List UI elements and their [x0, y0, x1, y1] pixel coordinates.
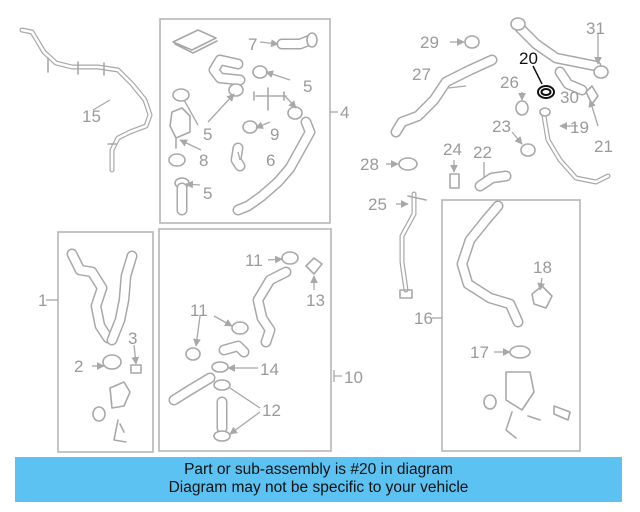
callout-20[interactable]: 20 [519, 49, 538, 68]
part-15-pipe [19, 27, 153, 173]
callout-2[interactable]: 2 [74, 357, 83, 376]
callout-7[interactable]: 7 [248, 35, 257, 54]
callout-30[interactable]: 30 [560, 88, 579, 107]
callout-11a[interactable]: 11 [245, 251, 263, 270]
box1-parts [66, 248, 142, 443]
callout-31[interactable]: 31 [586, 19, 605, 38]
callout-28[interactable]: 28 [360, 155, 379, 174]
callout-10[interactable]: 10 [344, 368, 363, 387]
callout-4[interactable]: 4 [340, 103, 349, 122]
callout-6[interactable]: 6 [266, 151, 275, 170]
callout-14[interactable]: 14 [260, 360, 279, 379]
callout-11b[interactable]: 11 [190, 301, 208, 320]
part-20-leader [532, 65, 543, 85]
callout-29[interactable]: 29 [420, 33, 439, 52]
callout-5a[interactable]: 5 [303, 77, 312, 96]
part-20-seal-ring[interactable] [537, 85, 555, 99]
callout-24[interactable]: 24 [443, 140, 462, 159]
callout-3[interactable]: 3 [128, 329, 137, 348]
callout-17[interactable]: 17 [470, 343, 489, 362]
callout-23[interactable]: 23 [492, 117, 511, 136]
callout-labels: 1 2 3 4 5 5 5 5 6 7 8 9 10 11 11 12 13 1… [38, 19, 613, 420]
part-info-banner: Part or sub-assembly is #20 in diagram D… [15, 457, 622, 502]
callout-22[interactable]: 22 [473, 143, 492, 162]
callout-9[interactable]: 9 [270, 125, 279, 144]
banner-line-2: Diagram may not be specific to your vehi… [168, 479, 469, 496]
callout-25[interactable]: 25 [368, 195, 387, 214]
callout-13[interactable]: 13 [306, 291, 325, 310]
banner-line-1: Part or sub-assembly is #20 in diagram [184, 461, 453, 478]
group-box-10 [158, 228, 332, 452]
group-box-16 [441, 199, 581, 452]
callout-21[interactable]: 21 [594, 137, 613, 156]
callout-27[interactable]: 27 [412, 65, 431, 84]
callout-26[interactable]: 26 [500, 73, 519, 92]
group-box-1 [57, 231, 154, 453]
callout-8[interactable]: 8 [199, 151, 208, 170]
callout-5b[interactable]: 5 [203, 125, 212, 144]
callout-15[interactable]: 15 [82, 107, 101, 126]
box10-parts [168, 251, 323, 442]
callout-18[interactable]: 18 [533, 258, 552, 277]
callout-1[interactable]: 1 [38, 291, 47, 310]
parts-diagram: 1 2 3 4 5 5 5 5 6 7 8 9 10 11 11 12 13 1… [19, 17, 613, 453]
callout-12[interactable]: 12 [262, 401, 281, 420]
callout-16[interactable]: 16 [414, 309, 433, 328]
callout-19[interactable]: 19 [570, 118, 589, 137]
leader-lines [46, 34, 602, 434]
group-box-4 [159, 18, 331, 224]
right-parts [390, 17, 611, 439]
box4-parts [168, 29, 318, 216]
callout-5c[interactable]: 5 [203, 184, 212, 203]
